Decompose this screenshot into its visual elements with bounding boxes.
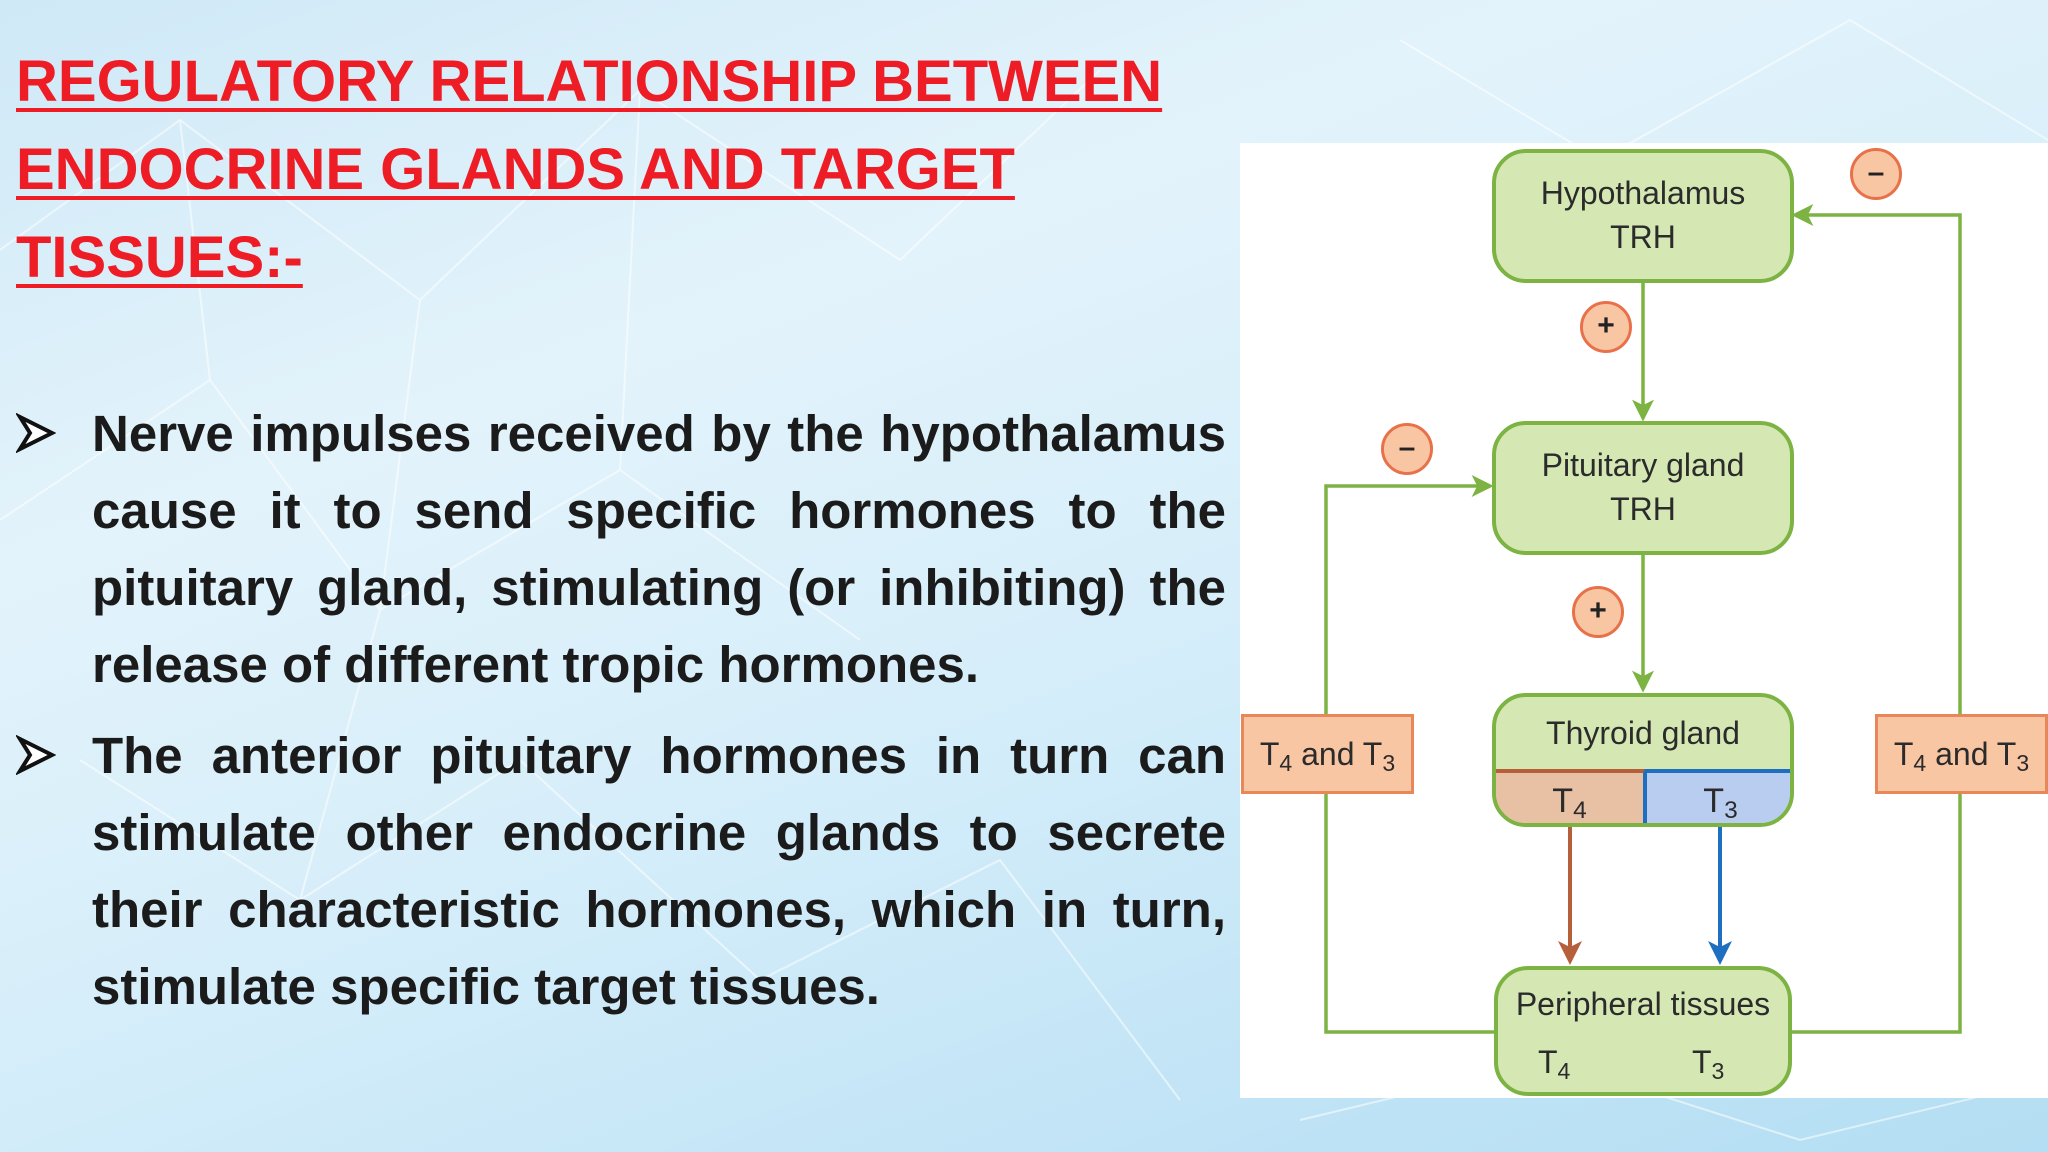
t4-base: T [1552,782,1574,820]
title-line-2: ENDOCRINE GLANDS AND TARGET [16,137,1015,202]
diagram-connectors [1324,204,1962,1072]
hypothalamus-box: Hypothalamus TRH [1492,149,1794,283]
thyroid-feedback-diagram: Hypothalamus TRH Pituitary gland TRH Thy… [1240,143,2048,1098]
hypothalamus-hormone: TRH [1610,219,1676,255]
connector-lines [1324,204,1962,1072]
plus-sign-pituitary: + [1572,586,1624,638]
thyroid-gland-box: Thyroid gland T4 T3 [1492,693,1794,827]
arrow-bullet-icon [16,395,92,471]
bullet-text-2: The anterior pituitary hormones in turn … [92,727,1226,1015]
pituitary-label: Pituitary gland [1541,447,1745,483]
thyroid-label: Thyroid gland [1546,715,1740,751]
bullet-list: Nerve impulses received by the hypothala… [16,395,1226,1039]
title-line-3: TISSUES:- [16,225,303,290]
hypothalamus-label: Hypothalamus [1540,175,1746,211]
title-line-1: REGULATORY RELATIONSHIP BETWEEN [16,49,1163,114]
peripheral-tissues-box: Peripheral tissues T4 T3 [1494,966,1792,1096]
t4-segment: T4 [1496,769,1645,825]
plus-sign-hypothalamus: + [1580,301,1632,353]
feedback-label-left: T4 and T3 [1241,714,1414,794]
bullet-item: Nerve impulses received by the hypothala… [16,395,1226,703]
peripheral-label: Peripheral tissues [1515,986,1771,1022]
pituitary-gland-box: Pituitary gland TRH [1492,421,1794,555]
pituitary-hormone: TRH [1610,491,1676,527]
t3-base: T [1703,782,1725,820]
bullet-text-1: Nerve impulses received by the hypothala… [92,405,1226,693]
conversion-from: T4 [1538,1044,1571,1084]
t3-segment: T3 [1645,769,1790,825]
t3-sub: 3 [1724,797,1738,825]
page-title: REGULATORY RELATIONSHIP BETWEEN ENDOCRIN… [16,38,1196,302]
feedback-label-right: T4 and T3 [1875,714,2048,794]
bullet-item: The anterior pituitary hormones in turn … [16,717,1226,1025]
t4-sub: 4 [1573,797,1587,825]
minus-sign-right: – [1850,148,1902,200]
conversion-to: T3 [1692,1044,1725,1084]
minus-sign-left: – [1381,423,1433,475]
arrow-bullet-icon [16,717,92,793]
